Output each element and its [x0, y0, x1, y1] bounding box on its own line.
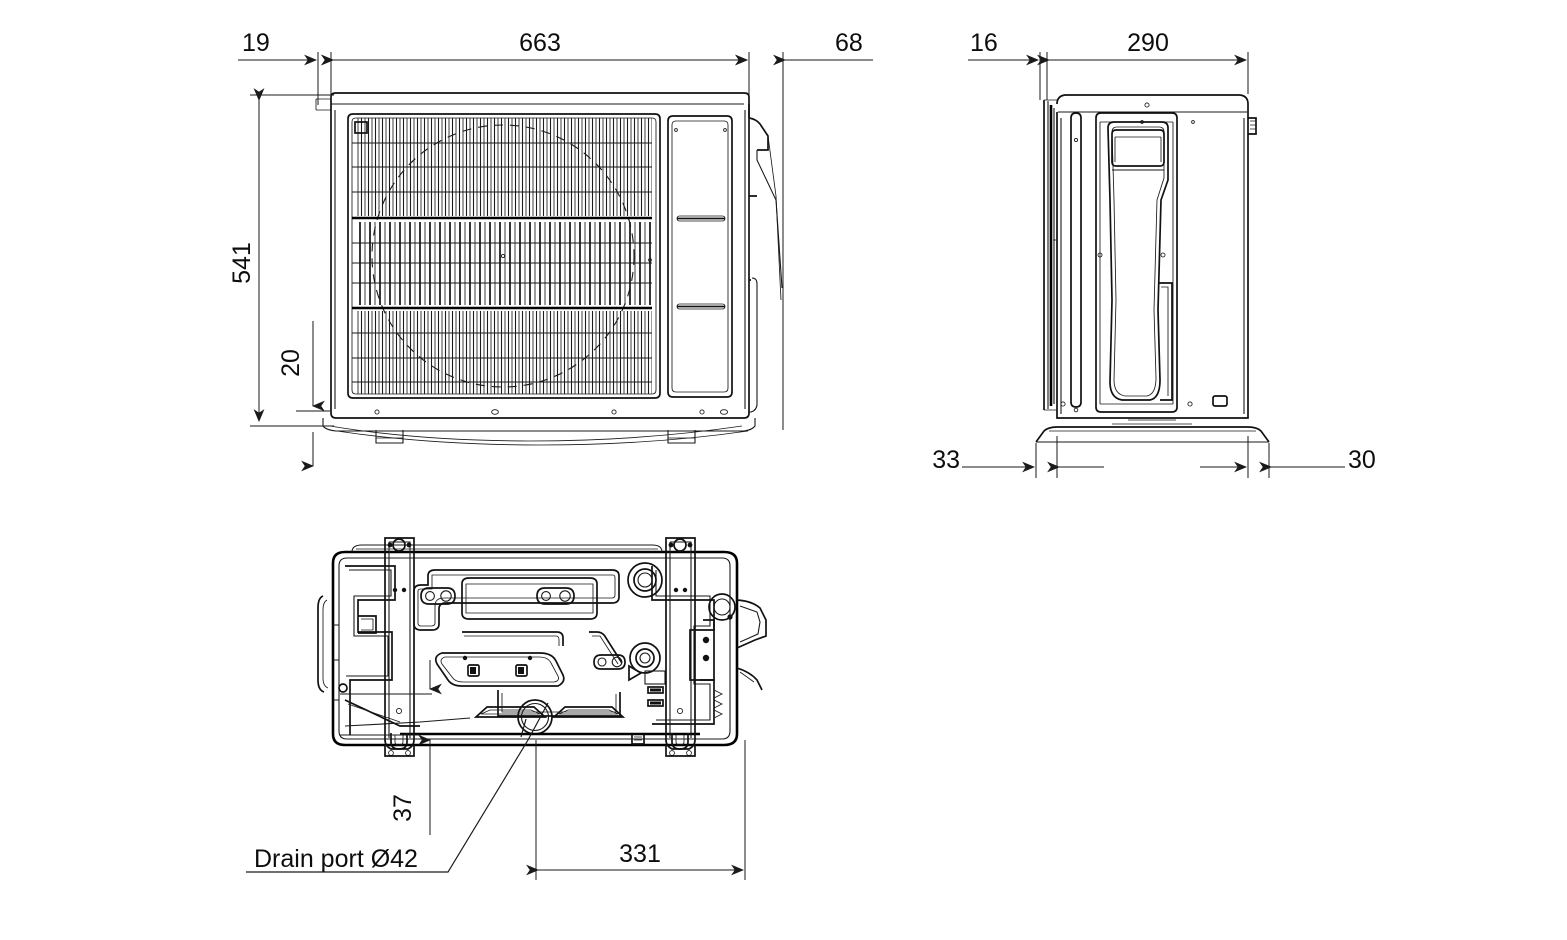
front-service-panel — [667, 115, 733, 398]
side-port-rect — [1212, 395, 1228, 407]
drain-port-annotation[interactable]: Drain port Ø42 — [246, 702, 549, 873]
dimension-20[interactable]: 20 — [277, 321, 325, 472]
service-panel-handle-upper — [676, 215, 726, 222]
dimension-37[interactable]: 37 — [340, 660, 442, 835]
dimension-290[interactable]: 290 — [1037, 29, 1248, 66]
dimension-541-text: 541 — [228, 242, 256, 284]
plan-mounting-bracket-left[interactable] — [384, 537, 415, 757]
side-coil-end-plates — [1043, 99, 1057, 411]
front-cabinet-outline — [315, 92, 783, 446]
side-top-dimension-group: 16 290 — [968, 29, 1249, 100]
dimension-30[interactable]: 30 — [1200, 446, 1376, 474]
dimension-19-text: 19 — [242, 29, 270, 57]
fan-outline — [371, 124, 635, 388]
dimension-33[interactable]: 33 — [932, 446, 1104, 474]
dimension-331[interactable]: 331 — [526, 740, 746, 880]
grille-corner-tab — [354, 121, 368, 134]
front-foot-left — [375, 430, 404, 444]
side-left-slot — [1070, 112, 1082, 413]
plan-oval-slot-mid — [593, 654, 626, 670]
side-top-screw — [1144, 102, 1150, 108]
service-panel-handle-lower — [676, 303, 726, 310]
side-view: 16 290 33 30 — [932, 29, 1376, 478]
dimension-16-text: 16 — [970, 29, 998, 57]
side-pipe-cover — [1107, 121, 1173, 401]
front-panel-screw — [719, 409, 729, 415]
grille-crossbars — [352, 142, 652, 383]
dimension-20-text: 20 — [277, 349, 305, 377]
plan-drain-area — [344, 690, 700, 736]
plan-valve-large — [627, 562, 663, 598]
front-left-dimension-group: 541 20 — [228, 88, 334, 472]
dimension-290-text: 290 — [1127, 29, 1169, 57]
dimension-541[interactable]: 541 — [228, 88, 265, 423]
plan-oval-slot-left — [420, 587, 456, 605]
dimension-30-text: 30 — [1348, 446, 1376, 474]
dimension-663-text: 663 — [519, 29, 561, 57]
plan-terminal-block — [434, 652, 565, 687]
side-bottom-dimension-group: 33 30 — [932, 436, 1376, 478]
dimension-331-text: 331 — [619, 840, 661, 868]
front-view: 19 663 68 541 — [228, 29, 873, 472]
front-panel-screw — [611, 409, 617, 415]
plan-mounting-bracket-right[interactable] — [665, 537, 696, 757]
front-foot-right — [667, 430, 696, 444]
front-panel-screw — [374, 409, 380, 415]
drain-port-label: Drain port Ø42 — [254, 845, 418, 873]
front-panel-screw — [491, 409, 499, 415]
plan-base-relief — [413, 569, 643, 682]
dimension-68[interactable]: 68 — [710, 29, 873, 66]
side-base-plate — [1035, 419, 1270, 443]
plan-valve-right — [708, 593, 736, 621]
plan-right-interior — [627, 562, 767, 745]
grille-fins-lower — [357, 311, 652, 394]
dimension-663[interactable]: 663 — [321, 29, 749, 66]
front-top-dimension-group: 19 663 68 — [238, 29, 873, 430]
side-top-right-detail — [1248, 117, 1257, 135]
front-grille — [347, 113, 661, 399]
plan-oval-slot-right — [536, 587, 575, 605]
front-panel-screw — [699, 409, 705, 415]
plan-left-interior — [317, 565, 420, 735]
dimension-33-text: 33 — [932, 446, 960, 474]
dimension-19[interactable]: 19 — [238, 29, 372, 66]
dimension-16[interactable]: 16 — [968, 29, 1040, 66]
plan-terminal-contacts — [644, 670, 666, 707]
dimension-68-text: 68 — [835, 29, 863, 57]
plan-view: 37 331 Drain port Ø42 — [246, 537, 767, 880]
dimension-37-text: 37 — [389, 794, 417, 822]
